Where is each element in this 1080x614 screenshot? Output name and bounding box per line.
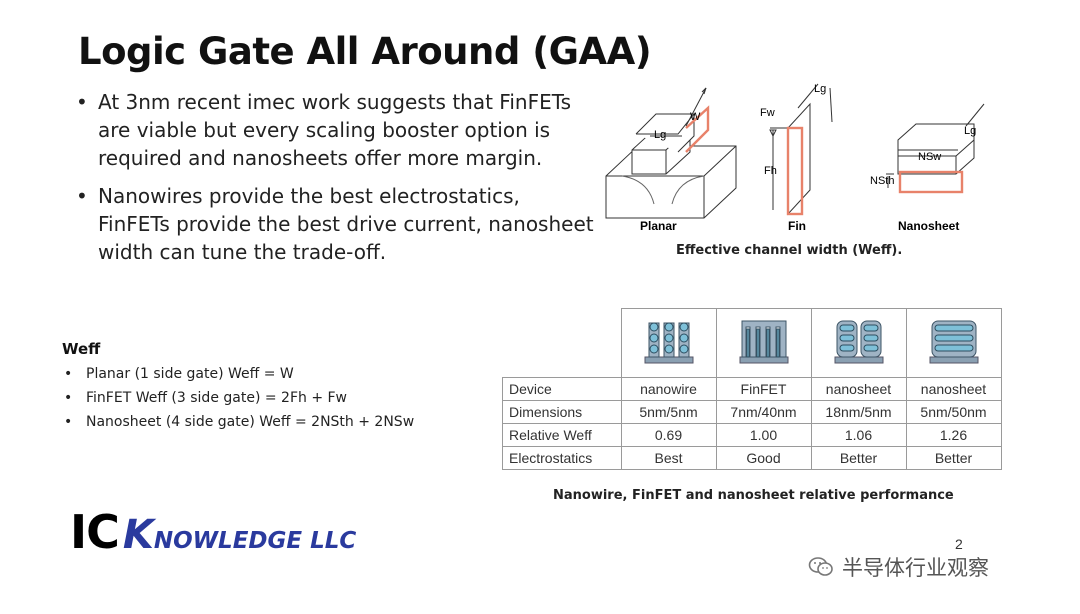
- table-cell: Better: [810, 446, 907, 470]
- table-cell: Good: [715, 446, 812, 470]
- nanosheet-icon-narrow: [810, 308, 907, 378]
- table-cell: 7nm/40nm: [715, 400, 812, 424]
- device-cell: nanosheet: [905, 377, 1002, 401]
- channel-width-diagram: Lg W Fw Lg Fh NSw NSth Lg Planar Fin Nan…: [605, 83, 985, 233]
- row-label-relative-weff: Relative Weff: [502, 423, 622, 447]
- device-cell: FinFET: [715, 377, 812, 401]
- table-row: Device nanowire FinFET nanosheet nanoshe…: [502, 377, 1002, 401]
- channel-highlights: [685, 105, 964, 216]
- table-cell: Better: [905, 446, 1002, 470]
- row-label-dimensions: Dimensions: [502, 400, 622, 424]
- watermark-text: 半导体行业观察: [842, 556, 989, 580]
- label-planar: Planar: [640, 219, 677, 233]
- weff-item-finfet: FinFET Weff (3 side gate) = 2Fh + Fw: [62, 386, 414, 410]
- main-bullets: At 3nm recent imec work suggests that Fi…: [76, 88, 596, 276]
- dim-lg-nanosheet: Lg: [964, 125, 976, 137]
- table-cell: 18nm/5nm: [810, 400, 907, 424]
- table-row: Relative Weff 0.69 1.00 1.06 1.26: [502, 423, 1002, 447]
- weff-list: Planar (1 side gate) Weff = W FinFET Wef…: [62, 362, 414, 434]
- label-fin: Fin: [788, 219, 806, 233]
- weff-heading: Weff: [62, 340, 101, 358]
- logo-rest: NOWLEDGE LLC: [153, 528, 357, 554]
- table-icon-row: [502, 308, 1002, 378]
- table-cell: Best: [620, 446, 717, 470]
- row-label-device: Device: [502, 377, 622, 401]
- row-label-electrostatics: Electrostatics: [502, 446, 622, 470]
- weff-item-planar: Planar (1 side gate) Weff = W: [62, 362, 414, 386]
- ic-knowledge-logo: IC K NOWLEDGE LLC: [70, 505, 356, 559]
- diagram-caption: Effective channel width (Weff).: [676, 243, 903, 258]
- table-cell: 1.06: [810, 423, 907, 447]
- dim-lg-fin: Lg: [814, 83, 826, 95]
- logo-ic: IC: [70, 505, 120, 559]
- device-cell: nanosheet: [810, 377, 907, 401]
- wechat-icon: [808, 557, 833, 576]
- page-number: 2: [955, 536, 963, 552]
- table-cell: 1.00: [715, 423, 812, 447]
- dim-w: W: [690, 111, 701, 123]
- table-cell: 5nm/5nm: [620, 400, 717, 424]
- slide-title: Logic Gate All Around (GAA): [78, 30, 652, 73]
- dim-fh: Fh: [764, 165, 777, 177]
- table-row: Electrostatics Best Good Better Better: [502, 446, 1002, 470]
- table-cell: 5nm/50nm: [905, 400, 1002, 424]
- table-cell: 0.69: [620, 423, 717, 447]
- nanowire-icon: [620, 308, 717, 378]
- label-nanosheet: Nanosheet: [898, 219, 959, 233]
- nanosheet-icon-wide: [905, 308, 1002, 378]
- dim-lg-planar: Lg: [654, 129, 666, 141]
- weff-item-nanosheet: Nanosheet (4 side gate) Weff = 2NSth + 2…: [62, 410, 414, 434]
- dim-fw: Fw: [760, 107, 775, 119]
- table-cell: 1.26: [905, 423, 1002, 447]
- finfet-icon: [715, 308, 812, 378]
- bullet-nanowires: Nanowires provide the best electrostatic…: [76, 182, 596, 266]
- dim-nsw: NSw: [918, 151, 941, 163]
- bullet-imec: At 3nm recent imec work suggests that Fi…: [76, 88, 596, 172]
- dim-nsth: NSth: [870, 175, 894, 187]
- performance-table: Device nanowire FinFET nanosheet nanoshe…: [502, 308, 1002, 470]
- watermark: 半导体行业观察: [808, 552, 989, 582]
- table-caption: Nanowire, FinFET and nanosheet relative …: [553, 488, 954, 503]
- table-row: Dimensions 5nm/5nm 7nm/40nm 18nm/5nm 5nm…: [502, 400, 1002, 424]
- logo-k: K: [122, 512, 154, 558]
- device-cell: nanowire: [620, 377, 717, 401]
